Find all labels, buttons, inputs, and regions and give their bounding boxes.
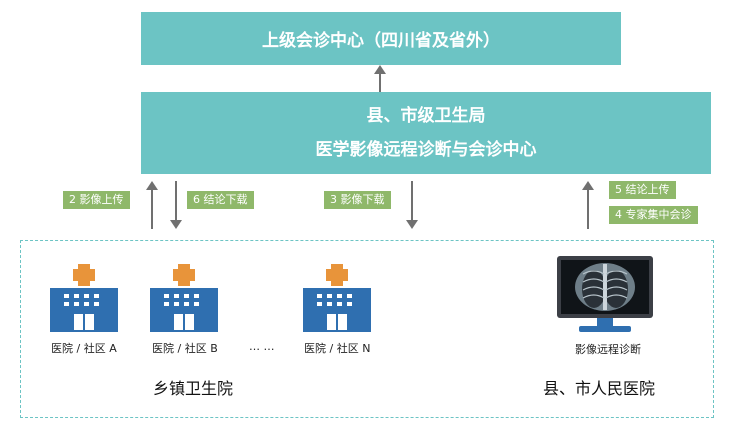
superior-consultation-center: 上级会诊中心（四川省及省外） [141, 12, 621, 65]
county-city-diagnosis-center: 县、市级卫生局 医学影像远程诊断与会诊中心 [141, 92, 711, 174]
arrow-down-icon [170, 181, 182, 229]
hospital-icon [150, 264, 218, 332]
township-hospitals-label: 乡镇卫生院 [153, 379, 234, 398]
step-download-image-tag: 3 影像下载 [324, 191, 391, 209]
arrow-up-icon [146, 181, 158, 229]
arrow-up-icon [582, 181, 594, 229]
arrow-up-icon [374, 65, 386, 92]
hospital-a-label: 医院 / 社区 A [51, 342, 117, 355]
remote-diagnosis-center-label: 医学影像远程诊断与会诊中心 [315, 140, 537, 160]
county-city-health-bureau-label: 县、市级卫生局 [366, 106, 486, 126]
xray-monitor-icon [557, 256, 653, 332]
ellipsis-label: … … [249, 340, 275, 353]
step-upload-image-tag: 2 影像上传 [63, 191, 130, 209]
hospital-icon [303, 264, 371, 332]
hospital-n-label: 医院 / 社区 N [304, 342, 371, 355]
facilities-frame [20, 240, 714, 418]
step-upload-result-tag: 5 结论上传 [609, 181, 676, 199]
arrow-down-icon [406, 181, 418, 229]
hospital-icon [50, 264, 118, 332]
step-download-result-tag: 6 结论下载 [187, 191, 254, 209]
remote-diagnosis-label: 影像远程诊断 [575, 343, 641, 356]
county-city-hospital-label: 县、市人民医院 [543, 379, 656, 398]
superior-consultation-center-label: 上级会诊中心（四川省及省外） [262, 31, 500, 51]
step-expert-consult-tag: 4 专家集中会诊 [609, 206, 698, 224]
hospital-b-label: 医院 / 社区 B [152, 342, 218, 355]
